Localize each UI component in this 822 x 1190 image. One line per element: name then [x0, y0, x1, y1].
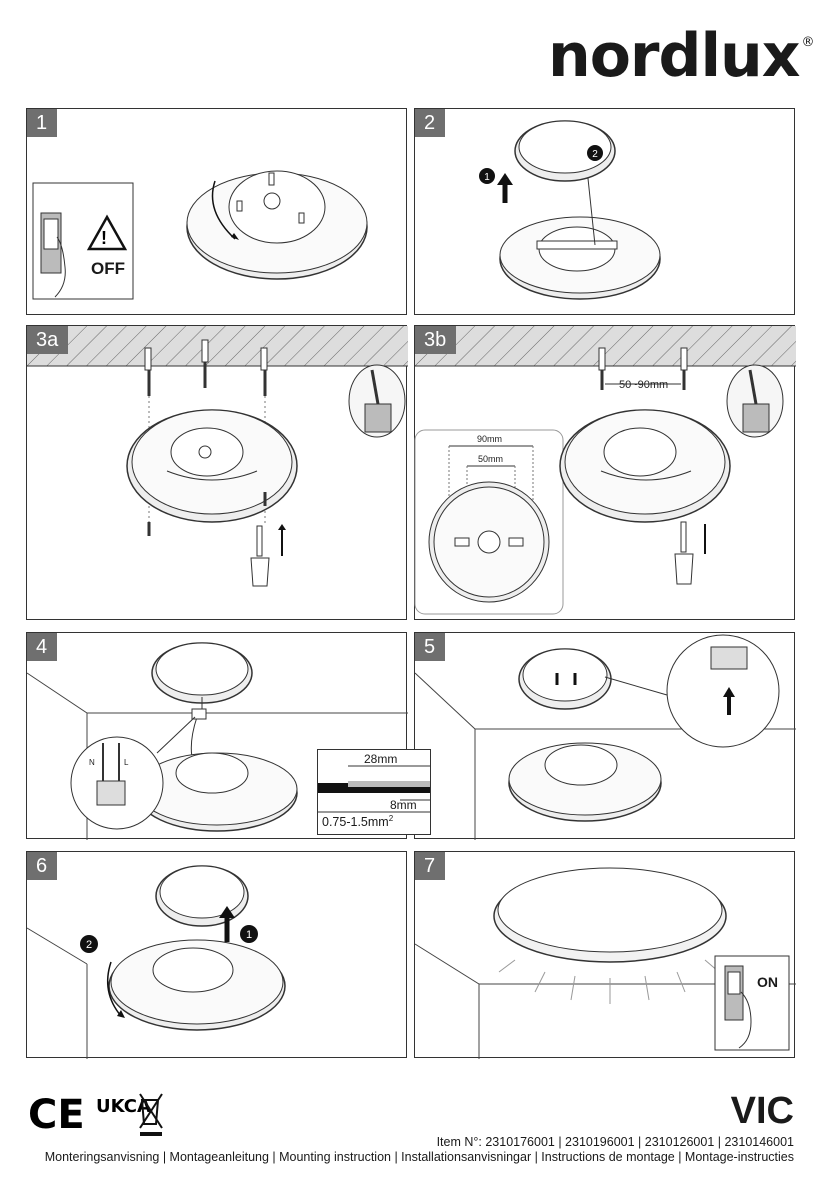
step-4-illustration: [26, 642, 408, 840]
on-label: ON: [757, 974, 778, 990]
wire-spec-box: 28mm 8mm 0.75-1.5mm2: [317, 749, 431, 835]
terminal-l: L: [124, 758, 129, 767]
brand-logo: nordlux®: [548, 21, 814, 91]
inset-inner-label: 50mm: [478, 454, 504, 464]
step-4-panel: 4 N L 28mm 8mm 0.75-1.5mm2: [26, 632, 431, 840]
ce-mark: CE: [28, 1092, 85, 1138]
step-5-illustration: [414, 634, 796, 840]
step-7-number: 7: [415, 852, 446, 880]
inset-outer-label: 90mm: [477, 434, 503, 444]
step-2-panel: 2 1 2: [414, 108, 795, 315]
step-2-number: 2: [415, 109, 446, 137]
wire-gauge: 0.75-1.5mm2: [322, 814, 394, 830]
warning-icon: [86, 214, 128, 251]
step-3b-number: 3b: [415, 326, 457, 354]
step-7-panel: 7 ON: [414, 851, 796, 1059]
step-6-number: 6: [27, 852, 58, 880]
certification-marks: CE UKCA: [28, 1090, 168, 1145]
step-5-panel: 5: [414, 632, 796, 840]
item-numbers: Item N°: 2310176001 | 2310196001 | 23101…: [436, 1135, 794, 1149]
callout-1: 1: [246, 929, 252, 941]
step-3a-illustration: [27, 326, 408, 587]
callout-2: 2: [86, 939, 92, 951]
strip-length: 28mm: [364, 752, 398, 766]
step-5-number: 5: [415, 633, 446, 661]
step-7-illustration: [414, 867, 796, 1059]
ukca-mark: UKCA: [96, 1096, 151, 1117]
weee-icon: [139, 1093, 163, 1136]
step-6-panel: 6 1 2: [26, 851, 407, 1059]
step-3a-number: 3a: [27, 326, 69, 354]
terminal-n: N: [89, 758, 95, 767]
step-3a-panel: 3a: [26, 325, 408, 620]
model-name: VIC: [730, 1090, 794, 1132]
step-3b-panel: 3b 50~90mm 90mm 50mm: [414, 325, 796, 620]
strip-core: 8mm: [390, 798, 417, 812]
step-4-number: 4: [27, 633, 58, 661]
step-1-illustration: !: [32, 170, 368, 300]
step-1-panel: 1 ! OFF: [26, 108, 407, 315]
hole-distance-label: 50~90mm: [619, 379, 669, 391]
step-1-number: 1: [27, 109, 58, 137]
callout-2: 2: [592, 149, 598, 160]
callout-1: 1: [484, 172, 490, 183]
step-2-illustration: 1 2: [479, 120, 661, 300]
manual-titles: Monteringsanvisning | Montageanleitung |…: [44, 1150, 794, 1164]
step-3b-illustration: [414, 326, 796, 615]
off-label: OFF: [91, 259, 125, 278]
step-6-illustration: 1 2: [26, 865, 286, 1059]
svg-text:!: !: [101, 228, 107, 248]
